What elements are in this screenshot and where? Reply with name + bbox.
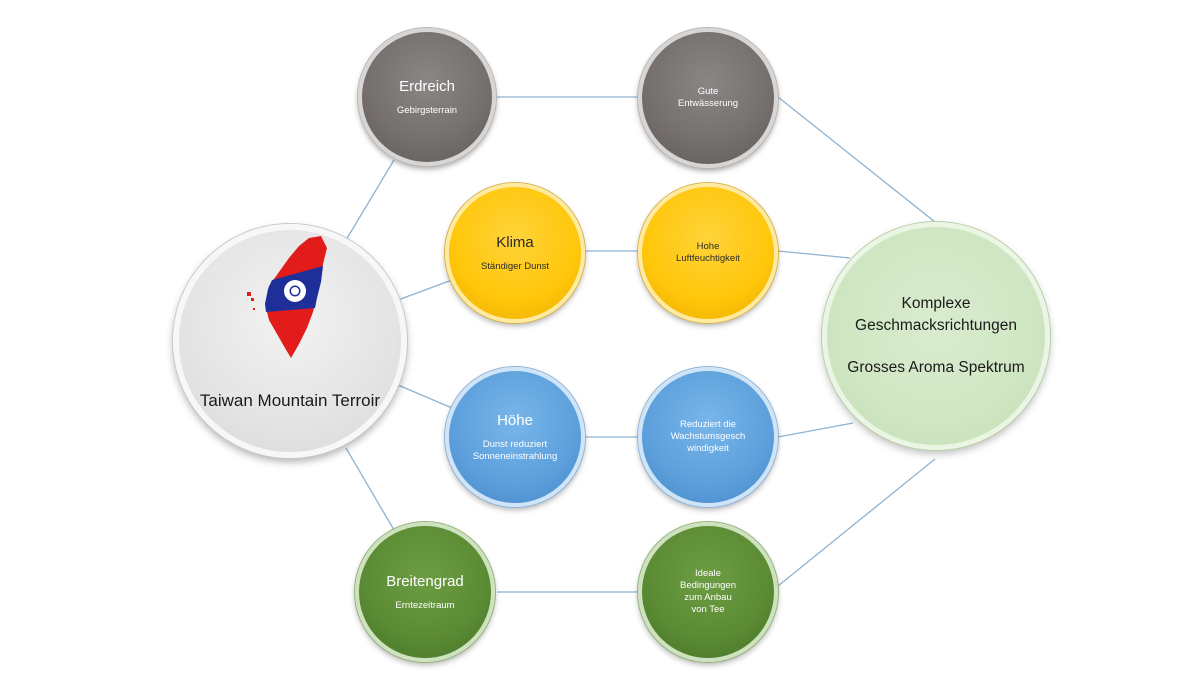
- connector-center-erdreich: [345, 159, 395, 241]
- center-title: Taiwan Mountain Terroir: [199, 390, 381, 410]
- connector-effect2-result: [777, 250, 851, 259]
- factor-title-breitengrad: Breitengrad: [386, 572, 464, 590]
- effect-node-erdreich: Gute Entwässerung: [638, 28, 778, 168]
- factor-title-hoehe: Höhe: [497, 411, 533, 429]
- effect-text-klima: Hohe Luftfeuchtigkeit: [676, 241, 740, 264]
- connector-center-klima: [397, 279, 453, 301]
- effect-node-klima: Hohe Luftfeuchtigkeit: [638, 183, 778, 323]
- factor-node-hoehe: Höhe Dunst reduziert Sonneneinstrahlung: [445, 367, 585, 507]
- result-line-3: Grosses Aroma Spektrum: [847, 359, 1025, 376]
- connector-center-hoehe: [397, 384, 453, 409]
- connector-effect4-result: [777, 458, 936, 587]
- taiwan-flag-map-icon: [247, 236, 327, 358]
- connector-effect3-result: [777, 422, 854, 438]
- factor-title-erdreich: Erdreich: [399, 77, 455, 95]
- connector-effect1-result: [777, 96, 936, 223]
- factor-subtitle-breitengrad: Erntezeitraum: [395, 599, 455, 611]
- factor-node-erdreich: Erdreich Gebirgsterrain: [358, 28, 496, 166]
- effect-text-erdreich: Gute Entwässerung: [677, 86, 739, 109]
- effect-text-hoehe: Reduziert die Wachstumsgesch windigkeit: [670, 419, 746, 454]
- result-node: Komplexe Geschmacksrichtungen Grosses Ar…: [822, 222, 1050, 450]
- connector-center-breitengrad: [345, 447, 395, 531]
- result-line-1: Komplexe: [901, 295, 971, 312]
- factor-subtitle-hoehe: Dunst reduziert Sonneneinstrahlung: [472, 438, 558, 462]
- factor-subtitle-klima: Ständiger Dunst: [480, 260, 550, 272]
- effect-node-hoehe: Reduziert die Wachstumsgesch windigkeit: [638, 367, 778, 507]
- effect-text-breitengrad: Ideale Bedingungen zum Anbau von Tee: [680, 568, 736, 615]
- factor-subtitle-erdreich: Gebirgsterrain: [396, 104, 458, 116]
- factor-title-klima: Klima: [496, 233, 534, 251]
- center-node: Taiwan Mountain Terroir: [173, 224, 407, 458]
- factor-node-klima: Klima Ständiger Dunst: [445, 183, 585, 323]
- factor-node-breitengrad: Breitengrad Erntezeitraum: [355, 522, 495, 662]
- effect-node-breitengrad: Ideale Bedingungen zum Anbau von Tee: [638, 522, 778, 662]
- result-line-2: Geschmacksrichtungen: [855, 317, 1017, 334]
